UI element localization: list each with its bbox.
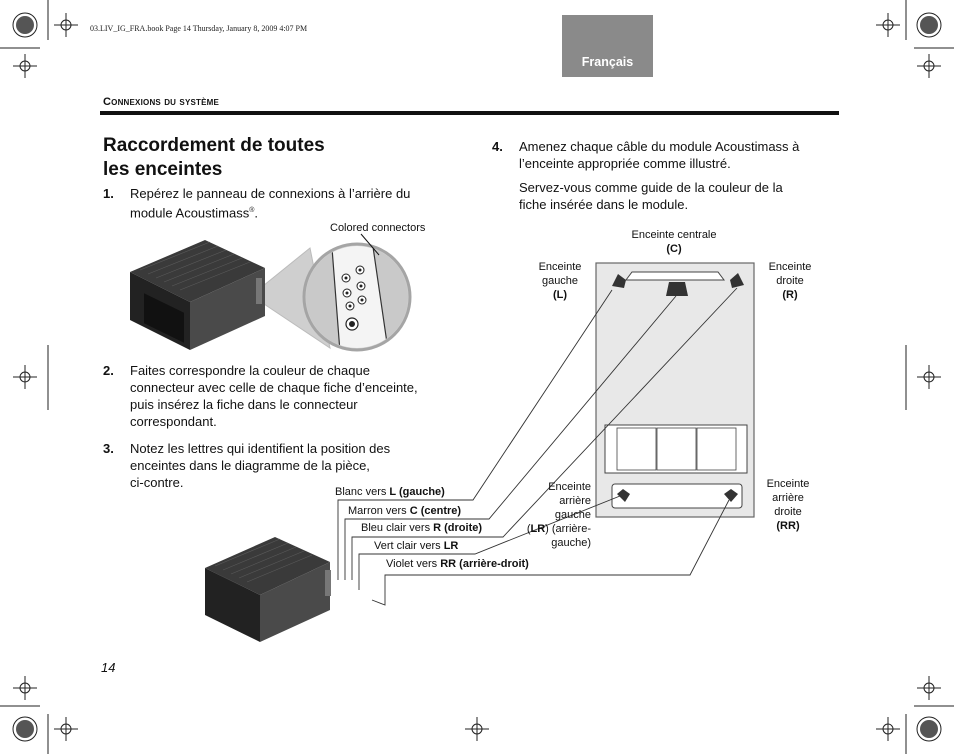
step-2: 2. Faites correspondre la couleur de cha…	[103, 363, 418, 429]
section-header: Connexions du système	[103, 96, 220, 108]
right-speaker-icon	[730, 273, 744, 288]
registration-mark-icon	[916, 716, 942, 742]
language-tab: Français	[562, 15, 653, 77]
cable-label-center: Marron vers C (centre)	[348, 505, 462, 517]
header-rule	[100, 111, 839, 115]
cable-label-rear-left: Vert clair vers LR	[374, 540, 459, 552]
rear-left-speaker-icon	[617, 489, 630, 502]
registration-mark-icon	[12, 12, 38, 38]
label-center-speaker: Enceinte centrale(C)	[631, 229, 717, 255]
step-3: 3. Notez les lettres qui identifient la …	[103, 441, 391, 490]
label-rear-left-speaker: Enceinte arrière gauche (LR) (arrière- g…	[526, 481, 591, 549]
registration-mark-icon	[12, 716, 38, 742]
speaker-cables	[337, 287, 738, 606]
cable-label-right: Bleu clair vers R (droite)	[361, 522, 483, 534]
left-speaker-icon	[612, 274, 626, 288]
page-title: Raccordement de toutes les enceintes	[103, 135, 325, 180]
rear-right-speaker-icon	[724, 489, 738, 502]
cable-label-rear-right: Violet vers RR (arrière-droit)	[386, 558, 529, 570]
cable-label-left: Blanc vers L (gauche)	[335, 486, 445, 498]
colored-connectors-label: Colored connectors	[330, 222, 426, 234]
acoustimass-module-rear-icon	[205, 537, 331, 642]
step-1: 1. Repérez le panneau de connexions à l’…	[103, 186, 411, 221]
registration-mark-icon	[916, 12, 942, 38]
room-outline	[595, 262, 755, 518]
center-speaker-icon	[666, 282, 688, 296]
language-tab-label: Français	[581, 55, 634, 69]
acoustimass-module-icon	[130, 240, 265, 350]
label-rear-right-speaker: Enceinte arrière droite (RR)	[766, 478, 810, 532]
print-header: 03.LIV_IG_FRA.book Page 14 Thursday, Jan…	[90, 24, 308, 33]
page-number: 14	[101, 660, 116, 675]
step-4: 4. Amenez chaque câble du module Acousti…	[492, 139, 800, 212]
